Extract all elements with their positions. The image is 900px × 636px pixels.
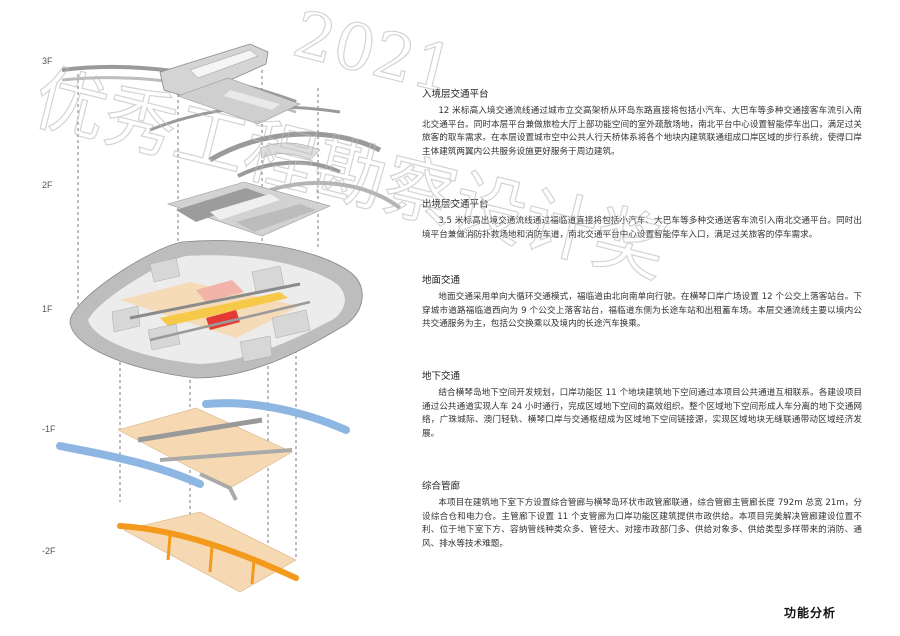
level-label-1f: 1F [42,304,53,314]
level-2f-platform [167,131,402,237]
section-ground-traffic: 地面交通 地面交通采用单向大循环交通模式，福临道由北向南单向行驶。在横琴口岸广场… [422,272,862,332]
level-b1-underground [56,399,350,501]
level-1f-ground [69,240,363,379]
section-body: 3.5 米标高出境交通流线通过福临道直接将包括小汽车、大巴车等多种交通送客车流引… [422,216,862,240]
level-label-3f: 3F [42,56,53,66]
section-utility-tunnel: 综合管廊 本项目在建筑地下室下方设置综合管廊与横琴岛环状市政管廊联通，综合管廊主… [422,478,862,551]
section-body: 本项目在建筑地下室下方设置综合管廊与横琴岛环状市政管廊联通，综合管廊主管廊长度 … [422,498,862,549]
section-title: 综合管廊 [422,481,461,492]
section-body: 地面交通采用单向大循环交通模式，福临道由北向南单向行驶。在横琴口岸广场设置 12… [422,292,862,330]
section-underground-traffic: 地下交通 结合横琴岛地下空间开发规划，口岸功能区 11 个地块建筑地下空间通过本… [422,368,862,441]
level-3f-platform [61,43,341,132]
section-title: 地下交通 [422,371,461,382]
section-title: 入境层交通平台 [422,89,489,100]
section-exit-platform: 出境层交通平台 3.5 米标高出境交通流线通过福临道直接将包括小汽车、大巴车等多… [422,196,862,242]
level-label-2f: 2F [42,180,53,190]
page-footer-title: 功能分析 [784,606,837,620]
level-label-b2: -2F [42,546,56,556]
section-body: 结合横琴岛地下空间开发规划，口岸功能区 11 个地块建筑地下空间通过本项目公共通… [422,388,862,439]
level-label-b1: -1F [42,424,56,434]
section-title: 出境层交通平台 [422,199,489,210]
section-entry-platform: 入境层交通平台 12 米标高入境交通流线通过城市立交高架桥从环岛东路直接将包括小… [422,86,862,159]
section-title: 地面交通 [422,275,461,286]
level-b2-pipe-gallery [117,511,299,593]
section-body: 12 米标高入境交通流线通过城市立交高架桥从环岛东路直接将包括小汽车、大巴车等多… [422,106,862,157]
